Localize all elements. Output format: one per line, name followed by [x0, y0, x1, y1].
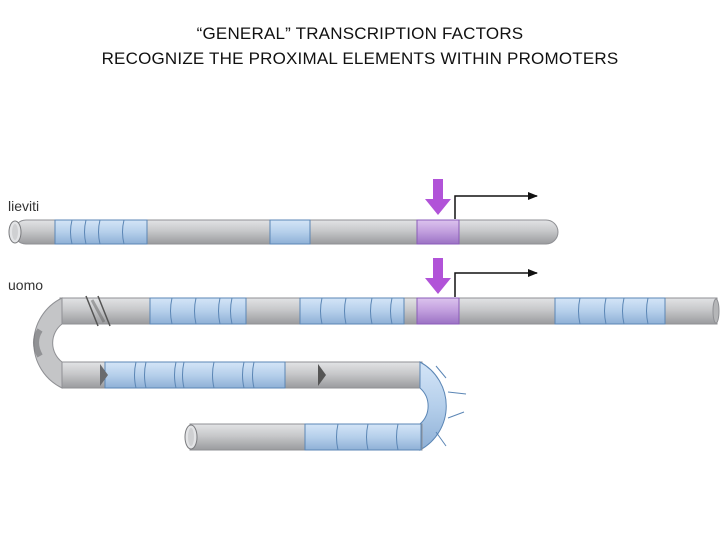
yeast-transcription-start-arrow: [454, 192, 538, 219]
human-dna-fold-marks: [100, 364, 326, 386]
yeast-promoter-element: [416, 219, 460, 245]
human-regulatory-elements: [104, 297, 666, 451]
human-promoter-element: [416, 297, 460, 325]
label-human: uomo: [8, 277, 43, 293]
slide-title-line-1: “GENERAL” TRANSCRIPTION FACTORS: [196, 24, 524, 43]
human-transcription-start-arrow: [454, 269, 538, 297]
label-yeast: lieviti: [8, 198, 39, 214]
yeast-regulatory-elements: [54, 219, 311, 245]
yeast-transcription-factor-arrow: [425, 179, 451, 215]
human-transcription-factor-arrow: [425, 258, 451, 294]
human-dna-break: [85, 295, 111, 327]
slide-title-line-2: RECOGNIZE THE PROXIMAL ELEMENTS WITHIN P…: [101, 49, 619, 68]
